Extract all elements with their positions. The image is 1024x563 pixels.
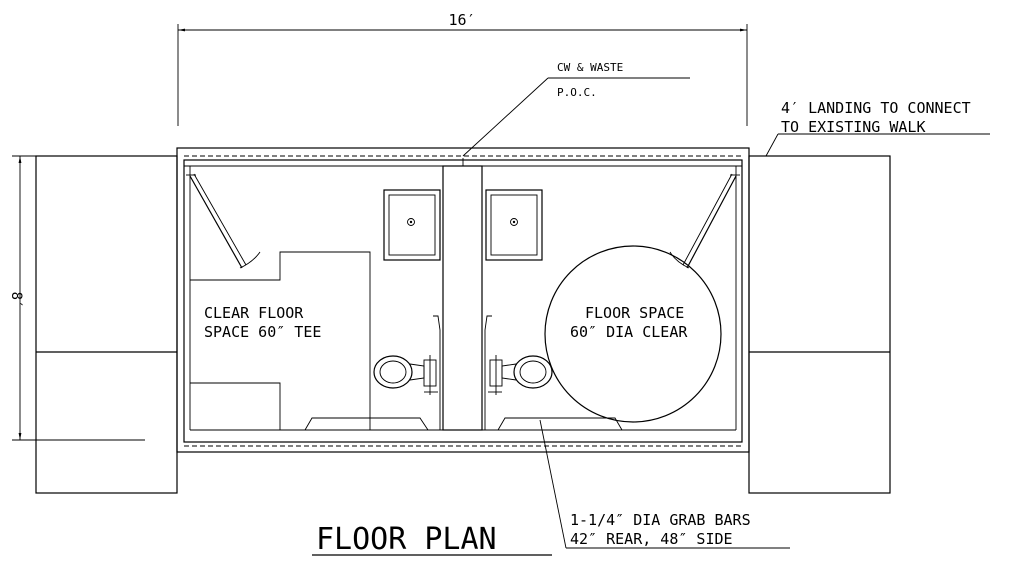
drawing-title: FLOOR PLAN: [316, 522, 497, 557]
depth-dimension-label: 8′: [8, 292, 24, 309]
clear-floor-label-line2: SPACE 60″ TEE: [204, 323, 321, 341]
left-door: [186, 173, 261, 269]
width-dimension-label: 16′: [448, 11, 475, 29]
landing-note-line1: 4′ LANDING TO CONNECT: [781, 99, 971, 117]
poc-note: P.O.C.: [557, 86, 597, 99]
left-landing-slab: [35, 155, 178, 494]
center-partition: [442, 158, 483, 431]
grab-bars-note-line1: 1-1/4″ DIA GRAB BARS: [570, 511, 751, 529]
floor-space-label-line1: FLOOR SPACE: [585, 304, 684, 322]
left-lavatory: [383, 189, 441, 261]
turning-circle: [544, 245, 722, 423]
building-outline: [176, 147, 750, 453]
right-door: [669, 173, 740, 269]
cw-waste-note: CW & WASTE: [557, 61, 623, 74]
left-water-closet: [373, 315, 441, 430]
floor-space-label-line2: 60″ DIA CLEAR: [570, 323, 688, 341]
right-lavatory: [485, 189, 543, 261]
landing-note-line2: TO EXISTING WALK: [781, 118, 926, 136]
grab-bars: [304, 417, 623, 431]
clear-floor-tee-outline: [190, 251, 371, 430]
right-landing-slab: [748, 155, 891, 494]
clear-floor-label-line1: CLEAR FLOOR: [204, 304, 304, 322]
width-dimension: [177, 24, 748, 126]
landing-leader: [765, 133, 990, 157]
right-water-closet: [484, 315, 553, 430]
grab-bars-note-line2: 42″ REAR, 48″ SIDE: [570, 530, 733, 548]
grab-bars-leader: [539, 419, 790, 549]
poc-leader: [462, 77, 690, 157]
depth-dimension: [12, 155, 145, 441]
